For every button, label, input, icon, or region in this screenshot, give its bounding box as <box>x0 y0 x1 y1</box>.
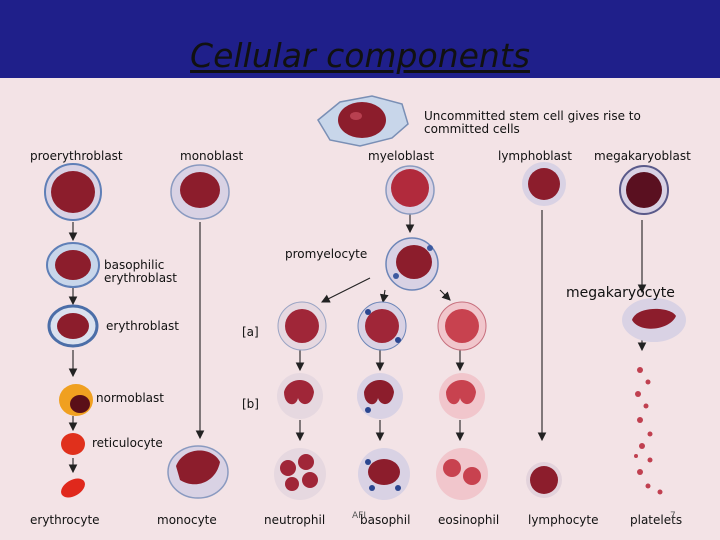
promyelocyte-label: promyelocyte <box>285 247 368 261</box>
erythrocyte-cell <box>61 478 85 498</box>
neutrophil-cell <box>274 448 326 500</box>
footer-text: AFI <box>352 511 366 521</box>
arrow-line <box>439 289 451 301</box>
monocyte-label: monocyte <box>157 513 217 527</box>
monoblast-label: monoblast <box>180 149 244 163</box>
proerythroblast-cell <box>44 163 102 221</box>
platelets-label: platelets <box>630 513 683 527</box>
basophil-cell <box>358 448 410 500</box>
erythroblast-cell <box>47 304 99 348</box>
stem-cell-illustration <box>317 95 409 147</box>
reticulocyte-cell <box>61 433 85 455</box>
basophilic-erythroblast-label-2: erythroblast <box>104 271 178 285</box>
proerythroblast-label: proerythroblast <box>30 149 123 163</box>
megakaryoblast-label: megakaryoblast <box>594 149 691 163</box>
reticulocyte-label: reticulocyte <box>92 436 163 450</box>
lymphocyte-label: lymphocyte <box>528 513 599 527</box>
myeloblast-label: myeloblast <box>368 149 435 163</box>
hematopoiesis-diagram <box>44 95 686 500</box>
neutrophil-label: neutrophil <box>264 513 326 527</box>
normoblast-cell <box>59 384 93 416</box>
monoblast-cell <box>170 164 230 220</box>
page-number: 7 <box>670 511 676 521</box>
eosinophil-label: eosinophil <box>438 513 500 527</box>
erythrocyte-label: erythrocyte <box>30 513 100 527</box>
slide-header <box>0 0 720 78</box>
stem-cell-label-2: committed cells <box>424 122 520 136</box>
megakaryocyte-label: megakaryocyte <box>566 285 675 301</box>
slide-title: Cellular components <box>190 36 530 75</box>
stage-b-label: [b] <box>242 397 259 411</box>
eosinophilic-metamyelocyte-cell <box>439 373 485 419</box>
platelets-illustration <box>634 367 663 495</box>
normoblast-label: normoblast <box>96 391 164 405</box>
eosinophilic-myelocyte-cell <box>437 301 487 351</box>
basophil-label: basophil <box>360 513 411 527</box>
basophilic-metamyelocyte-cell <box>357 373 403 419</box>
lymphoblast-label: lymphoblast <box>498 149 572 163</box>
basophilic-erythroblast-label: basophilic <box>104 258 165 272</box>
megakaryoblast-cell <box>619 165 669 215</box>
diagram-arrows <box>68 210 647 474</box>
arrow-line <box>321 277 371 303</box>
basophilic-myelocyte-cell <box>357 301 407 351</box>
myeloblast-cell <box>385 165 435 215</box>
neutrophilic-metamyelocyte-cell <box>277 373 323 419</box>
lymphoblast-cell <box>522 162 566 206</box>
promyelocyte-cell <box>385 237 439 291</box>
arrow-line <box>379 289 389 304</box>
neutrophilic-myelocyte-cell <box>277 301 327 351</box>
lymphocyte-cell <box>526 462 562 498</box>
stage-a-label: [a] <box>242 325 259 339</box>
erythroblast-label: erythroblast <box>106 319 180 333</box>
monocyte-cell <box>167 445 229 499</box>
megakaryocyte-cell <box>622 298 686 342</box>
eosinophil-cell <box>436 448 488 500</box>
stem-cell-label: Uncommitted stem cell gives rise to <box>424 109 641 123</box>
basophilic-erythroblast-cell <box>46 242 100 288</box>
